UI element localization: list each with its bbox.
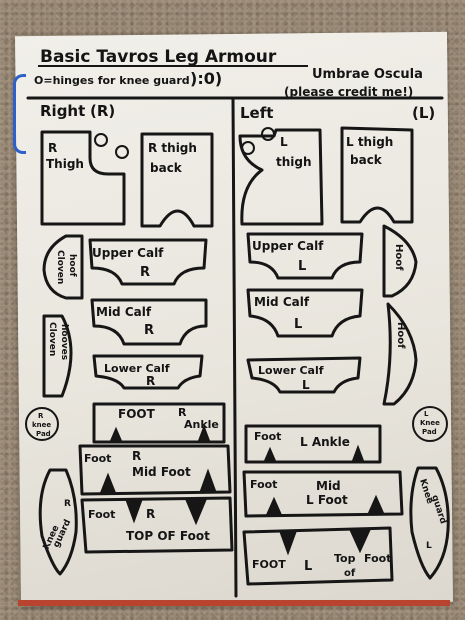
left-hoof-piece-1: Hoof bbox=[382, 224, 418, 298]
l-thigh-back-line2: back bbox=[350, 153, 383, 167]
r-cloven-hoof-line2: hoof bbox=[67, 254, 77, 277]
left-mid-calf-piece: Mid Calf L bbox=[246, 288, 364, 338]
right-cloven-hooves-piece: Cloven hooves bbox=[42, 314, 73, 398]
r-foot-ankle-line2: R bbox=[178, 406, 187, 419]
author-name: Umbrae Oscula bbox=[312, 67, 423, 82]
left-thigh-piece: L thigh bbox=[238, 127, 324, 226]
l-mid-foot-line2: Mid bbox=[316, 479, 341, 493]
l-knee-pad-line2: Knee bbox=[420, 419, 440, 427]
l-knee-pad-line3: Pad bbox=[422, 428, 437, 436]
right-thigh-piece: R Thigh bbox=[40, 130, 129, 226]
l-mid-calf-line2: L bbox=[294, 317, 302, 332]
r-knee-pad-line1: R bbox=[38, 412, 44, 420]
r-mid-foot-line1: Foot bbox=[84, 452, 111, 465]
r-upper-calf-line1: Upper Calf bbox=[92, 246, 164, 260]
r-foot-ankle-line1: FOOT bbox=[118, 407, 156, 421]
r-knee-guard-line3: R bbox=[64, 499, 71, 509]
l-top-foot-line1: FOOT bbox=[252, 558, 286, 571]
l-foot-ankle-line1: Foot bbox=[254, 430, 281, 443]
left-foot-ankle-piece: Foot L Ankle bbox=[244, 424, 382, 464]
l-hoof-2-label: Hoof bbox=[395, 322, 406, 349]
right-cloven-hoof-piece: Cloven hoof bbox=[42, 234, 84, 300]
left-section-label: Left bbox=[240, 104, 273, 122]
right-lower-calf-piece: Lower Calf R bbox=[92, 354, 204, 390]
right-top-of-foot-piece: Foot R TOP OF Foot bbox=[80, 496, 234, 554]
l-hoof-1-label: Hoof bbox=[393, 244, 404, 271]
page-title: Basic Tavros Leg Armour bbox=[40, 47, 277, 67]
l-top-foot-line2: L bbox=[304, 559, 312, 574]
r-lower-calf-line1: Lower Calf bbox=[104, 362, 170, 375]
r-knee-pad-line2: knee bbox=[32, 421, 51, 429]
l-foot-ankle-line2: L Ankle bbox=[300, 435, 350, 449]
r-cloven-hooves-line1: Cloven bbox=[47, 322, 57, 356]
r-mid-foot-line3: Mid Foot bbox=[132, 465, 191, 479]
blue-clip bbox=[13, 74, 26, 154]
right-section-tag: (R) bbox=[90, 102, 115, 120]
l-thigh-back-line1: L thigh bbox=[346, 135, 393, 149]
r-top-foot-line2: R bbox=[146, 507, 155, 521]
r-mid-foot-line2: R bbox=[132, 449, 141, 463]
r-mid-calf-line1: Mid Calf bbox=[96, 305, 152, 319]
l-thigh-line2: thigh bbox=[276, 155, 312, 169]
r-cloven-hoof-line1: Cloven bbox=[55, 250, 65, 284]
r-thigh-line1: R bbox=[48, 141, 57, 155]
r-knee-pad-line3: Pad bbox=[36, 430, 51, 438]
r-mid-calf-line2: R bbox=[144, 323, 154, 338]
credit-note: (please credit me!) bbox=[284, 85, 413, 99]
l-knee-pad-line1: L bbox=[424, 410, 429, 418]
l-upper-calf-line2: L bbox=[298, 259, 306, 274]
l-mid-foot-line3: L Foot bbox=[306, 493, 348, 507]
l-mid-calf-line1: Mid Calf bbox=[254, 295, 310, 309]
header: Basic Tavros Leg Armour O=hinges for kne… bbox=[26, 47, 444, 100]
left-knee-guard-piece: Knee guard L bbox=[409, 466, 450, 580]
r-top-foot-line3: TOP OF Foot bbox=[126, 529, 210, 543]
l-top-foot-line4: of bbox=[344, 568, 356, 579]
right-mid-calf-piece: Mid Calf R bbox=[90, 298, 208, 346]
l-upper-calf-line1: Upper Calf bbox=[252, 239, 324, 253]
center-divider bbox=[231, 96, 238, 598]
hinge-note: O=hinges for knee guard bbox=[34, 74, 190, 87]
r-thigh-back-line2: back bbox=[150, 161, 183, 175]
right-mid-foot-piece: Foot R Mid Foot bbox=[78, 444, 232, 496]
right-thigh-back-piece: R thigh back bbox=[140, 132, 214, 228]
left-section-tag: (L) bbox=[412, 104, 435, 122]
r-thigh-back-line1: R thigh bbox=[148, 141, 197, 155]
left-upper-calf-piece: Upper Calf L bbox=[246, 232, 364, 280]
right-knee-pad-piece: R knee Pad bbox=[25, 407, 59, 441]
l-thigh-line1: L bbox=[280, 135, 288, 149]
r-lower-calf-line2: R bbox=[146, 374, 155, 388]
l-lower-calf-line2: L bbox=[302, 378, 310, 392]
r-thigh-line2: Thigh bbox=[46, 157, 84, 171]
right-upper-calf-piece: Upper Calf R bbox=[88, 238, 208, 286]
emoticon: ):0) bbox=[190, 69, 222, 88]
left-top-of-foot-piece: FOOT L Top of Foot bbox=[242, 526, 394, 586]
left-mid-foot-piece: Foot Mid L Foot bbox=[242, 470, 404, 518]
right-section-label: Right bbox=[40, 102, 85, 120]
l-knee-guard-line3: L bbox=[426, 541, 432, 551]
left-thigh-back-piece: L thigh back bbox=[340, 126, 414, 224]
right-foot-ankle-piece: FOOT R Ankle bbox=[92, 402, 226, 444]
r-cloven-hooves-line2: hooves bbox=[59, 324, 69, 360]
left-knee-pad-piece: L Knee Pad bbox=[412, 406, 448, 442]
left-hoof-piece-2: Hoof bbox=[382, 302, 418, 406]
r-foot-ankle-line3: Ankle bbox=[184, 418, 219, 431]
l-lower-calf-line1: Lower Calf bbox=[258, 364, 324, 377]
l-mid-foot-line1: Foot bbox=[250, 478, 277, 491]
red-paper-edge bbox=[18, 600, 450, 606]
left-lower-calf-piece: Lower Calf L bbox=[246, 356, 362, 394]
l-top-foot-line5: Foot bbox=[364, 552, 391, 565]
right-knee-guard-piece: Knee guard R bbox=[38, 468, 78, 576]
r-top-foot-line1: Foot bbox=[88, 508, 115, 521]
l-top-foot-line3: Top bbox=[334, 552, 356, 565]
r-upper-calf-line2: R bbox=[140, 265, 150, 280]
